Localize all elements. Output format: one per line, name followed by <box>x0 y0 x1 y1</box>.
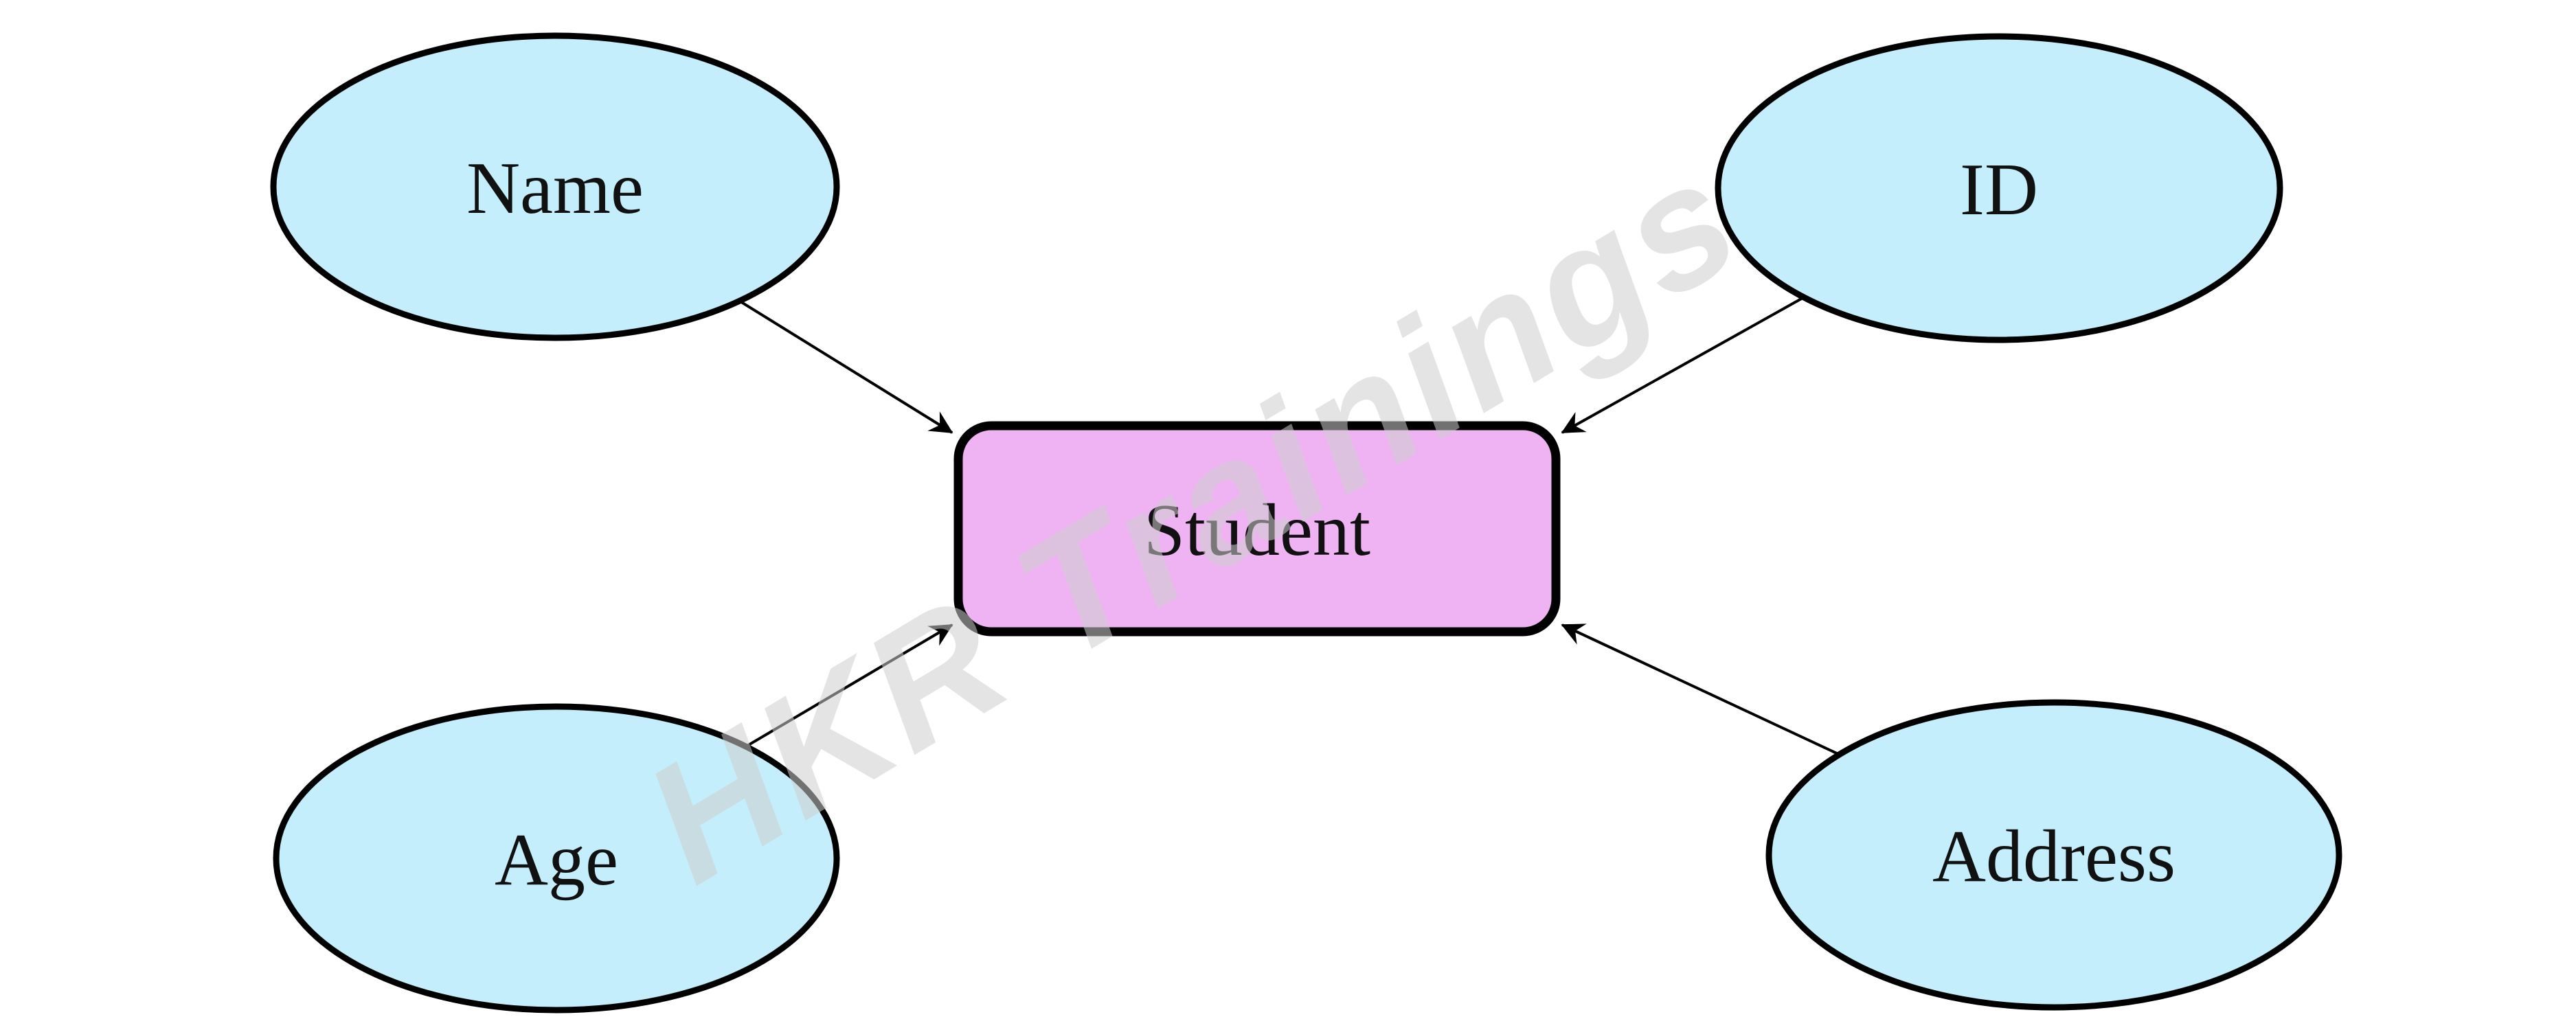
attribute-ellipse-name <box>270 32 840 341</box>
attribute-label-address: Address <box>1932 816 2176 897</box>
attribute-label-age: Age <box>495 819 618 901</box>
attribute-ellipse-age <box>273 703 840 1014</box>
attribute-ellipse-id <box>1715 33 2283 343</box>
attribute-label-id: ID <box>1960 149 2038 231</box>
labels-group: Name ID Age Address Student <box>466 148 2176 901</box>
attribute-ellipse-address <box>1765 699 2342 1011</box>
attribute-nodes-group <box>270 32 2342 1014</box>
attribute-label-name: Name <box>466 148 644 229</box>
entity-box-student <box>953 421 1561 637</box>
entity-label-student: Student <box>1144 490 1370 571</box>
